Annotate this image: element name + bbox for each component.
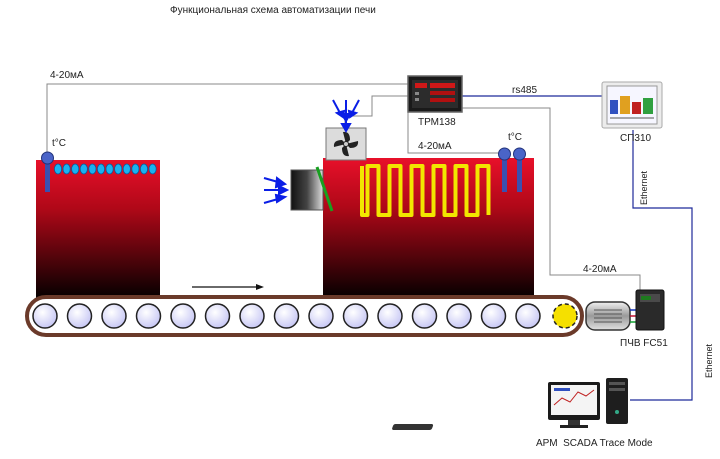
conveyor-roller [273, 303, 300, 329]
rs485-label: rs485 [512, 85, 537, 96]
conveyor-roller [377, 303, 403, 329]
conveyor-rollers [32, 303, 541, 329]
heater-bead [122, 163, 131, 175]
heater-bead [131, 163, 140, 175]
ethernet-label-pc: Ethernet [704, 343, 714, 378]
signal-label-left: 4-20мА [50, 70, 84, 81]
left-chamber-body [36, 160, 160, 298]
heater-bead [54, 163, 63, 175]
damper-icon [290, 169, 324, 211]
right-temp-sensor-2-icon [513, 147, 526, 161]
controller-unit: ТРМ138 [407, 75, 463, 128]
ethernet-line [630, 130, 693, 401]
conveyor-roller [446, 303, 472, 329]
heater-bead [88, 163, 97, 175]
airflow-down-arrows-icon [332, 99, 360, 134]
conveyor [25, 284, 584, 337]
right-chamber: t°C [323, 132, 534, 298]
network-wiring [462, 95, 693, 401]
left-temp-label: t°C [52, 138, 66, 149]
damper-flap [315, 166, 334, 212]
workstation-label: АРМ SCADA Trace Mode [536, 438, 653, 449]
conveyor-roller [32, 303, 58, 329]
right-chamber-body [323, 158, 534, 298]
fan-icon [333, 131, 359, 157]
heater-coil [360, 164, 491, 217]
conveyor-roller [239, 303, 265, 329]
heater-bead [97, 163, 106, 175]
conveyor-roller [308, 303, 334, 329]
left-chamber: t°C [36, 138, 160, 298]
conveyor-roller [480, 303, 507, 329]
right-temp-label: t°C [508, 132, 522, 143]
conveyor-roller [411, 303, 438, 329]
conveyor-roller [135, 303, 162, 329]
motor-icon [585, 301, 631, 331]
left-temp-sensor-icon [41, 151, 54, 165]
conveyor-direction-arrow-head [256, 284, 264, 290]
heater-bead [105, 163, 114, 175]
ethernet-label-panel: Ethernet [639, 170, 649, 205]
signal-label-mid: 4-20мА [418, 141, 452, 152]
operator-panel: СП310 [601, 81, 663, 144]
wire-drive [455, 107, 641, 290]
left-heater-elements [54, 163, 157, 175]
airflow-side-arrows-icon [263, 176, 290, 204]
heater-bead [139, 163, 148, 175]
right-sensor-probe-a [502, 158, 507, 192]
controller-label: ТРМ138 [418, 117, 456, 128]
keyboard [392, 424, 434, 430]
motor-unit [585, 301, 636, 331]
signal-label-right: 4-20мА [583, 264, 617, 275]
fan-unit [325, 99, 367, 161]
frequency-drive: ПЧВ FC51 [620, 289, 668, 349]
heater-bead [71, 163, 80, 175]
drive-roller-icon [552, 303, 578, 329]
heater-bead [79, 163, 88, 175]
damper-unit [263, 166, 334, 212]
conveyor-roller [515, 303, 541, 329]
conveyor-roller [170, 303, 196, 329]
workstation: АРМ SCADA Trace Mode [392, 378, 653, 449]
conveyor-roller [204, 303, 231, 329]
wire-left-sensor [46, 83, 408, 165]
left-sensor-probe [45, 160, 50, 192]
heater-bead [148, 163, 157, 175]
right-sensor-probe-b [517, 158, 522, 192]
drive-label: ПЧВ FC51 [620, 338, 668, 349]
conveyor-roller [342, 303, 369, 329]
heater-bead [114, 163, 123, 175]
conveyor-roller [101, 303, 127, 329]
right-temp-sensor-icon [498, 147, 511, 161]
heater-bead [62, 163, 71, 175]
conveyor-roller [66, 303, 93, 329]
diagram-title: Функциональная схема автоматизации печи [170, 5, 376, 16]
conveyor-belt [25, 295, 584, 337]
panel-label: СП310 [620, 133, 652, 144]
